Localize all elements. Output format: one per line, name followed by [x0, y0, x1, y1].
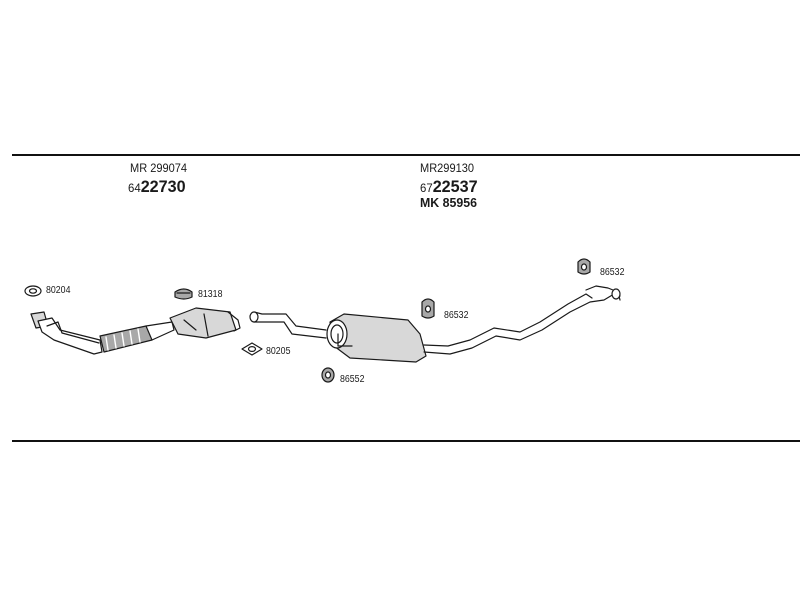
front-silencer-icon: [169, 307, 241, 339]
bottom-divider-line: [12, 440, 800, 442]
part-label-rubber-ring: 86552: [340, 374, 365, 385]
front-ref-code: MR 299074: [130, 161, 188, 175]
clamp-icon: [174, 288, 193, 300]
part-label-clamp: 81318: [198, 289, 223, 300]
front-link-pipe-icon: [145, 321, 175, 341]
catalytic-converter-icon: [99, 325, 153, 353]
gasket-mid-icon: [241, 342, 263, 356]
tail-pipe-icon: [423, 285, 621, 355]
rear-part-prefix: 67: [420, 181, 433, 195]
mid-pipe-icon: [249, 311, 327, 339]
gasket-front-icon: [24, 285, 42, 297]
top-divider-line: [12, 154, 800, 156]
part-label-gasket-front: 80204: [46, 285, 71, 296]
rear-part-main: 22537: [432, 177, 478, 196]
rear-part-number: 6722537: [420, 178, 478, 195]
part-label-hanger-rear: 86532: [600, 267, 625, 278]
hanger-mid-icon: [421, 298, 435, 319]
front-part-main: 22730: [140, 177, 186, 196]
rubber-ring-icon: [321, 367, 335, 383]
part-label-hanger-mid: 86532: [444, 310, 469, 321]
front-part-number: 6422730: [128, 178, 186, 195]
front-downpipe-icon: [30, 311, 103, 355]
rear-alt-code: MK 85956: [420, 195, 477, 210]
rear-ref-code: MR299130: [420, 161, 475, 175]
part-label-gasket-mid: 80205: [266, 346, 291, 357]
rear-silencer-icon: [326, 313, 427, 363]
hanger-rear-icon: [577, 258, 591, 275]
front-part-prefix: 64: [128, 181, 141, 195]
